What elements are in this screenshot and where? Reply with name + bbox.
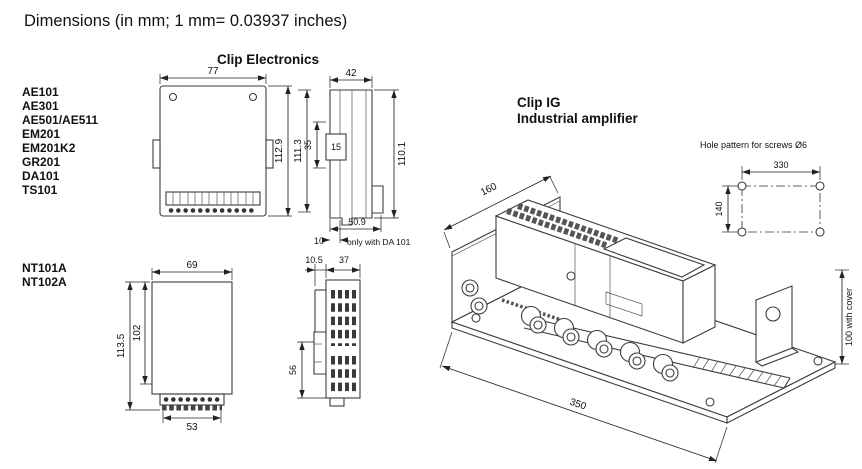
dim-nt-side-clip: 10.5	[305, 255, 327, 286]
dim-label: 53	[186, 422, 198, 433]
clip-ig-heading-line2: Industrial amplifier	[517, 111, 639, 126]
dim-clip-side-height: 110.1	[374, 89, 408, 219]
model-item: AE101	[22, 85, 59, 99]
hole-pattern-centerlines	[741, 185, 821, 233]
clip-electronics-model-list: AE101 AE301 AE501/AE511 EM201 EM201K2 GR…	[22, 85, 98, 197]
screw-hole	[815, 227, 825, 237]
clip-electronics-heading: Clip Electronics	[217, 52, 319, 67]
page-title: Dimensions (in mm; 1 mm= 0.03937 inches)	[24, 12, 347, 30]
dim-label: 10.5	[305, 255, 323, 265]
clip-ig-heading-line1: Clip IG	[517, 95, 561, 110]
dim-clip-side-10: 10	[314, 220, 348, 246]
screw-hole	[815, 181, 825, 191]
dim-label: 160	[479, 181, 499, 199]
dim-nt-side-depth: 37	[326, 255, 361, 278]
dim-nt-side-lower-height: 56	[288, 341, 326, 399]
model-item: GR201	[22, 155, 60, 169]
model-item: AE301	[22, 99, 59, 113]
dim-ig-width: 350	[439, 331, 728, 464]
connector-box	[325, 133, 347, 161]
clip-electronics-front-view	[152, 85, 274, 217]
dim-nt-front-height-inner: 102	[132, 282, 152, 385]
clip-ig-isometric-view	[450, 196, 837, 424]
hole-pattern-label: Hole pattern for screws Ø6	[700, 140, 807, 150]
dim-label: 330	[773, 160, 788, 170]
dim-label: 111.3	[293, 139, 304, 163]
model-item: AE501/AE511	[22, 113, 98, 127]
model-item: EM201	[22, 127, 60, 141]
dim-label: 56	[288, 365, 298, 375]
dim-label: 50.9	[348, 217, 366, 227]
model-item: NT102A	[22, 275, 67, 289]
clip-electronics-side-view: 15	[325, 89, 384, 226]
dim-label: 35	[303, 140, 313, 150]
vent-slots	[331, 290, 356, 392]
label-sticker	[605, 291, 643, 317]
da101-note: only with DA 101	[347, 237, 411, 247]
terminal-dividers	[172, 192, 254, 205]
dim-label: 15	[331, 142, 341, 152]
dim-clip-side-50-9: 50.9	[329, 215, 382, 232]
dim-clip-side-depth: 42	[329, 68, 373, 88]
cover-plate	[602, 237, 706, 278]
dim-clip-front-height-outer: 112.9	[268, 85, 292, 217]
dim-ig-height: 100 with cover	[835, 269, 854, 365]
dim-label: 113.5	[116, 333, 127, 358]
nt-side-view	[313, 279, 361, 407]
din-rail-profile	[372, 185, 384, 214]
model-item: TS101	[22, 183, 58, 197]
cable-glands	[520, 305, 679, 382]
mounting-bracket	[754, 285, 800, 367]
dim-label: 77	[207, 66, 219, 77]
dim-clip-front-height-inner: 111.3	[293, 89, 311, 213]
dim-label: 350	[568, 397, 588, 413]
terminal-strip	[165, 191, 261, 206]
screw-hole	[737, 227, 747, 237]
nt-front-view	[151, 281, 233, 411]
dim-label: 37	[339, 255, 349, 265]
model-item: NT101A	[22, 261, 67, 275]
model-item: EM201K2	[22, 141, 76, 155]
foot	[329, 397, 345, 407]
dim-label: 140	[714, 201, 724, 216]
dim-nt-front-terminals: 53	[162, 411, 222, 433]
dim-label: 69	[186, 260, 198, 271]
dim-label: 102	[132, 324, 143, 341]
dim-nt-front-width: 69	[151, 260, 233, 280]
dim-clip-side-35: 35	[303, 121, 326, 169]
din-clip	[313, 331, 326, 375]
model-item: DA101	[22, 169, 60, 183]
dim-label: 42	[345, 68, 357, 79]
terminal-strip	[159, 393, 225, 406]
clip-ig-heading: Clip IG Industrial amplifier	[517, 95, 639, 126]
dim-label: 100 with cover	[844, 288, 854, 346]
screw-hole	[168, 92, 178, 102]
dim-label: 112.9	[274, 138, 285, 163]
amplifier-modules	[494, 199, 717, 344]
dim-label: 110.1	[397, 141, 408, 166]
dim-clip-front-width: 77	[159, 66, 267, 84]
screw-hole	[248, 92, 258, 102]
screw-hole	[737, 181, 747, 191]
hole-pattern-inset: Hole pattern for screws Ø6 330 140	[700, 140, 825, 237]
nt-model-list: NT101A NT102A	[22, 261, 67, 289]
dim-label: 10	[314, 236, 324, 246]
side-connectors	[461, 279, 488, 315]
